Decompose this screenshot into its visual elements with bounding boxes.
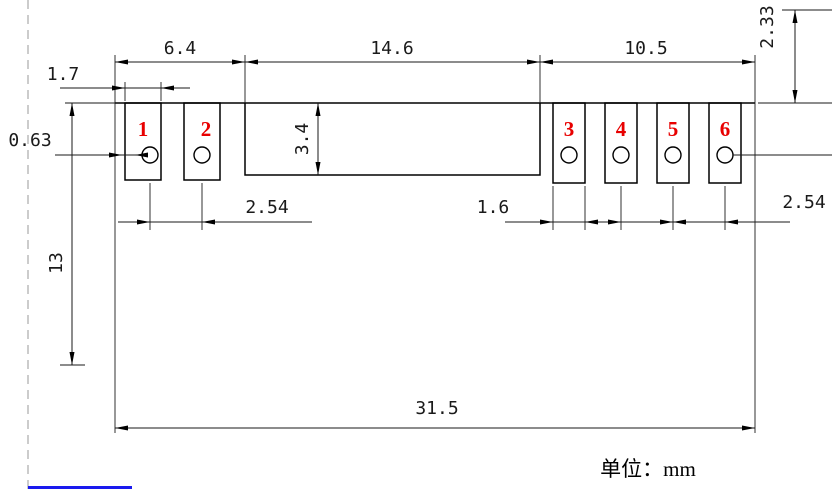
dim-left-pad-width: 1.7 — [47, 64, 80, 85]
dimension-labels: 6.4 14.6 10.5 1.7 0.63 3.4 2.54 1.6 2.54… — [8, 5, 825, 419]
pad-3-hole — [560, 146, 578, 164]
dim-center-depth: 3.4 — [292, 123, 313, 156]
pad-2-hole — [193, 146, 211, 164]
pad-6-number: 6 — [720, 117, 731, 141]
dim-left-group-width: 6.4 — [164, 38, 197, 59]
pad-3-number: 3 — [564, 117, 575, 141]
dim-right-group-width: 10.5 — [624, 38, 667, 59]
dim-total-width: 31.5 — [415, 398, 458, 419]
pad-4 — [604, 102, 638, 184]
pad-3 — [552, 102, 586, 184]
center-slot-outline — [244, 103, 541, 176]
bottom-blue-line — [28, 486, 132, 489]
dim-right-pitch: 2.54 — [782, 192, 825, 213]
dim-body-height: 13 — [46, 252, 67, 274]
component-outline — [115, 102, 755, 184]
pad-4-hole — [612, 146, 630, 164]
unit-label: 单位：mm — [600, 457, 696, 481]
pad-2-number: 2 — [201, 117, 212, 141]
dim-top-offset: 2.33 — [757, 5, 778, 48]
dim-right-pad-width: 1.6 — [477, 197, 510, 218]
pad-4-number: 4 — [616, 117, 627, 141]
pad-numbers: 1 2 3 4 5 6 — [138, 117, 731, 141]
dim-edge-to-hole: 0.63 — [8, 130, 51, 151]
dimension-arrows — [69, 10, 798, 431]
pad-6 — [708, 102, 742, 184]
pad-5-hole — [664, 146, 682, 164]
dim-center-width: 14.6 — [370, 38, 413, 59]
dim-left-pitch: 2.54 — [245, 197, 288, 218]
dimension-lines — [55, 10, 796, 429]
pad-2 — [183, 102, 221, 181]
pad-5 — [656, 102, 690, 184]
pad-1 — [124, 102, 162, 181]
pad-5-number: 5 — [668, 117, 679, 141]
pad-1-number: 1 — [138, 117, 149, 141]
pad-6-hole — [716, 146, 734, 164]
